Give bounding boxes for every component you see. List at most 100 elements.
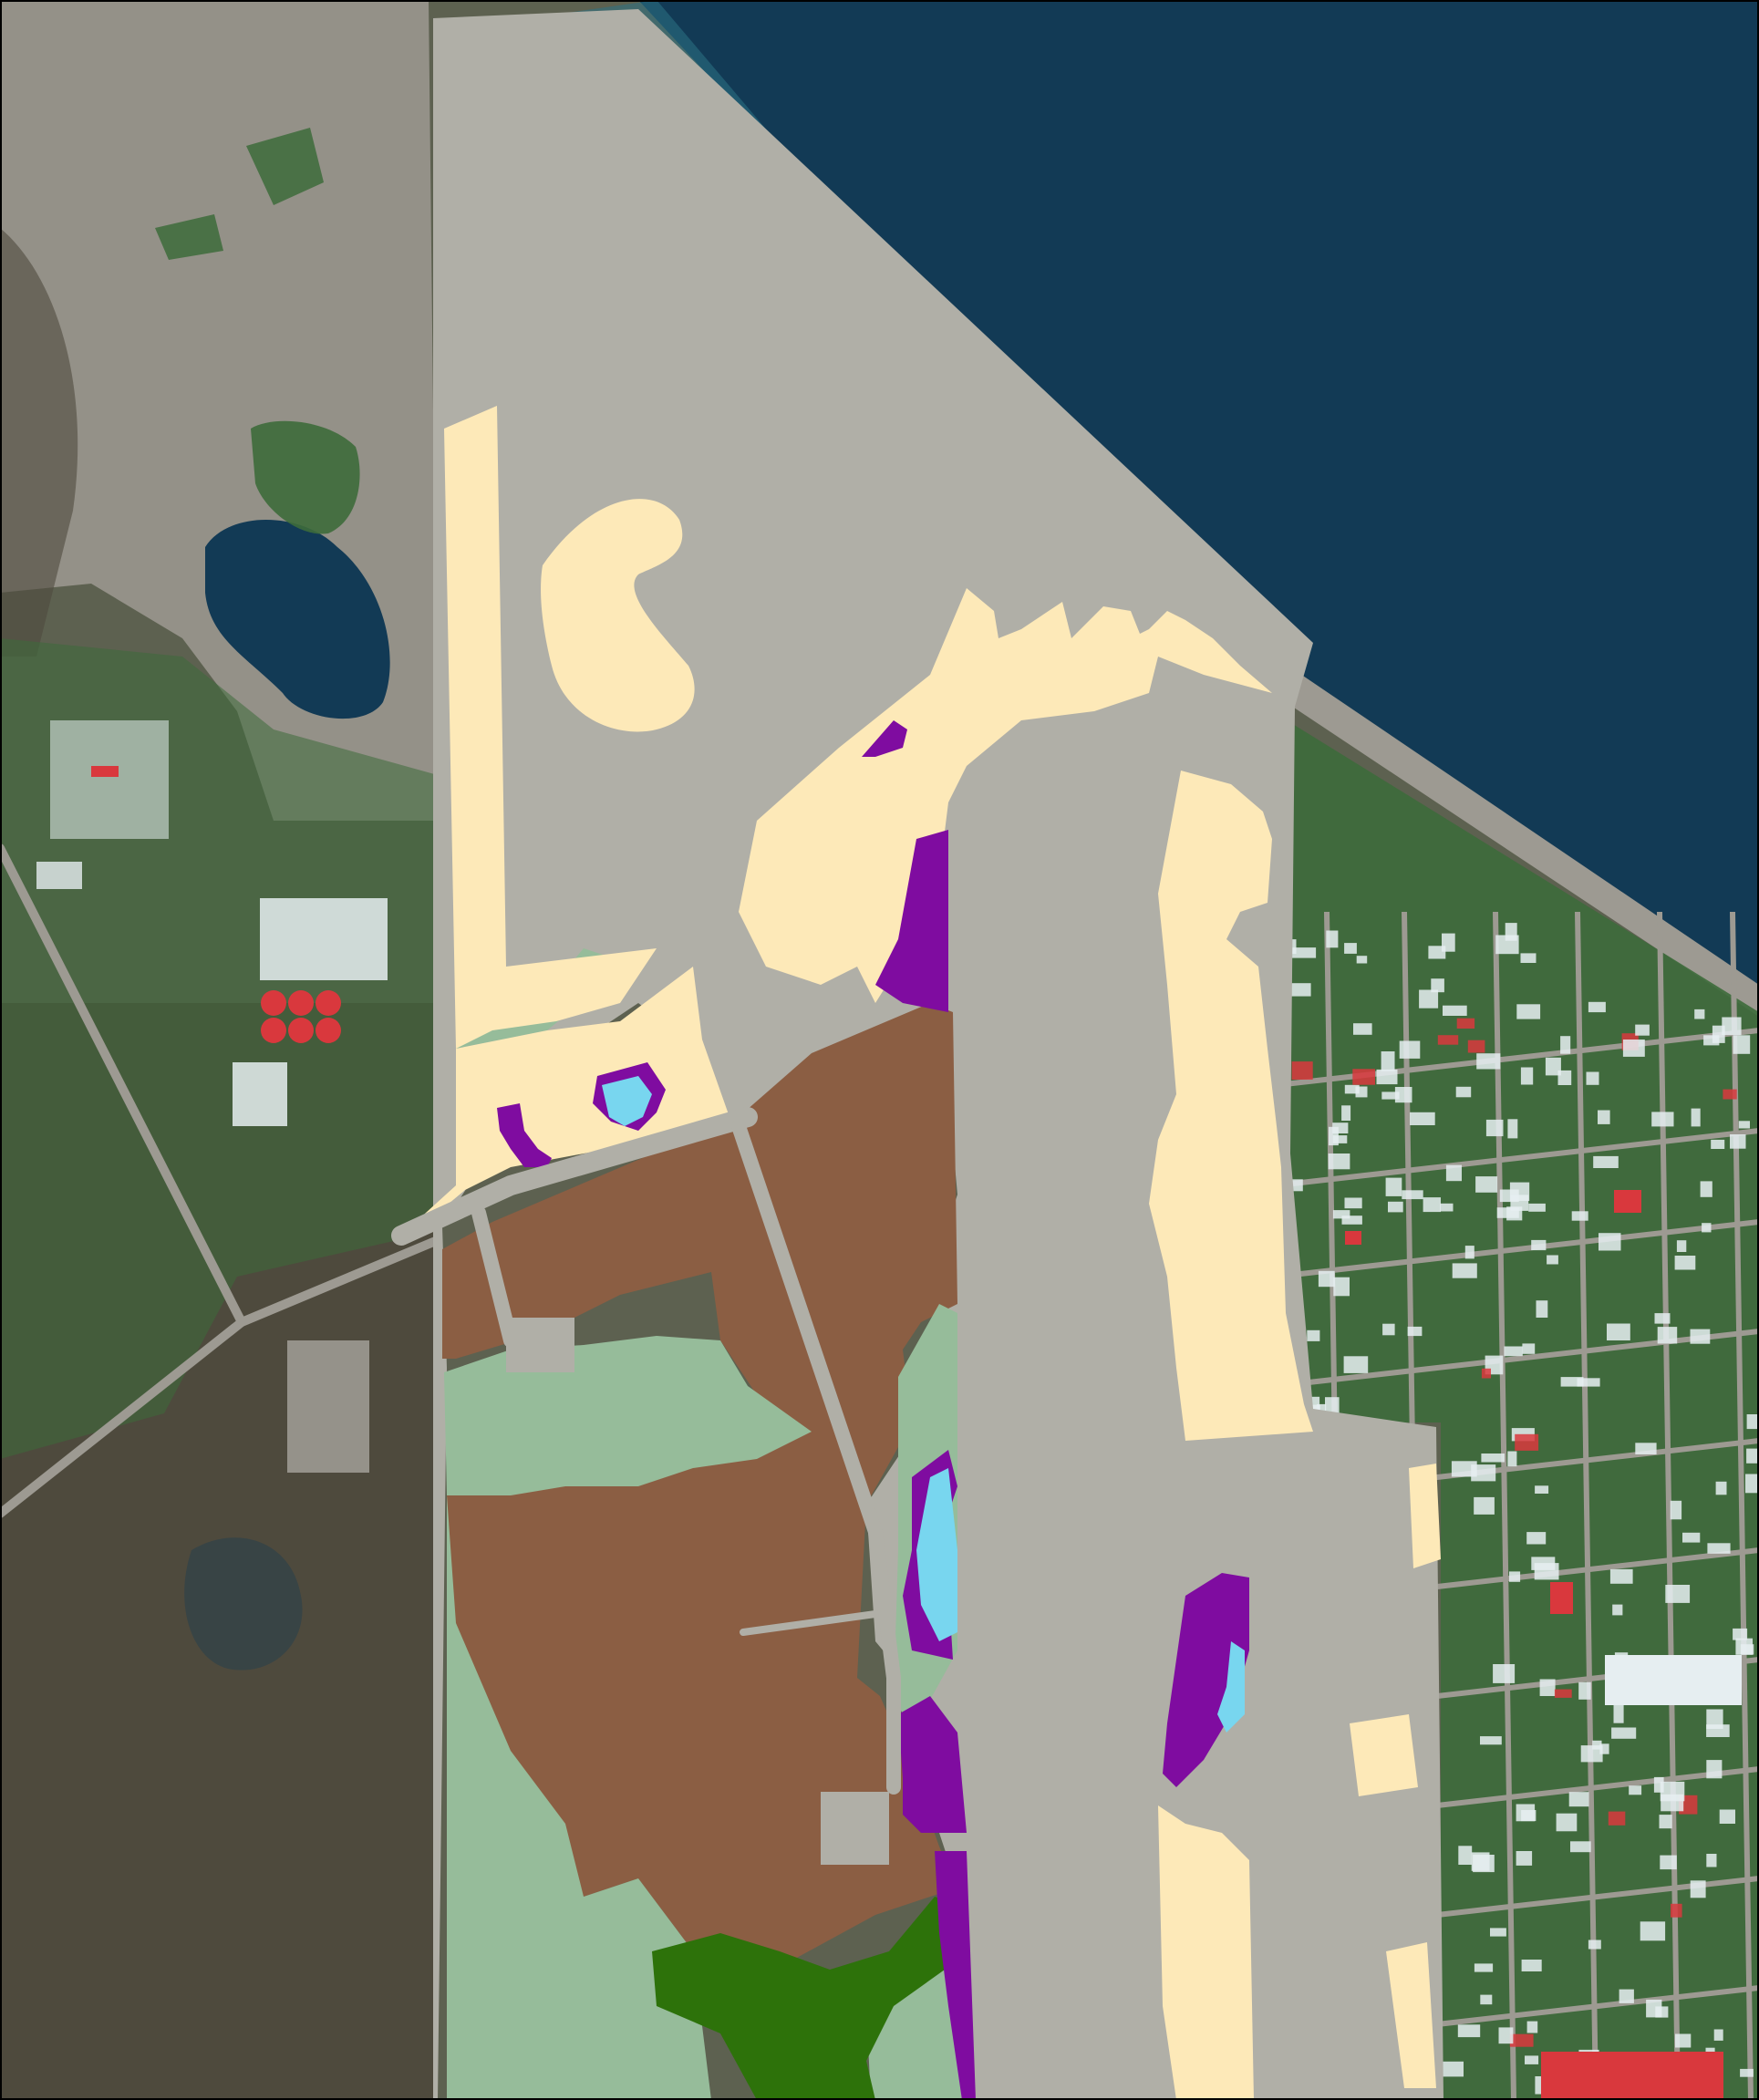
house: [1480, 1994, 1493, 2005]
house: [1498, 2027, 1514, 2044]
class-wetland-8: [1163, 1573, 1249, 1787]
house: [1539, 1679, 1556, 1696]
house: [1577, 1378, 1600, 1387]
house: [1691, 1108, 1701, 1127]
house: [1536, 1300, 1548, 1318]
house: [1440, 1203, 1454, 1212]
house: [1341, 1105, 1351, 1121]
class-road-spur-2: [731, 1119, 901, 1795]
house: [1307, 1329, 1320, 1341]
class-meadow-a: [444, 1336, 812, 1495]
house: [1599, 1743, 1609, 1754]
house: [1659, 1815, 1672, 1829]
house: [1332, 1135, 1348, 1143]
house: [1333, 1277, 1350, 1297]
school-roof: [1605, 1655, 1742, 1705]
house: [1740, 2068, 1754, 2077]
house: [1722, 1017, 1742, 1036]
house: [1557, 1070, 1572, 1085]
house: [1431, 978, 1444, 993]
house: [1428, 946, 1446, 959]
mine-benches: [0, 228, 78, 657]
house: [1516, 1851, 1533, 1866]
house: [1657, 1327, 1678, 1344]
house: [1531, 1239, 1547, 1251]
class-wetland-4: [497, 1103, 552, 1167]
house: [1526, 2021, 1538, 2033]
house: [1676, 1240, 1687, 1252]
house: [1635, 1443, 1657, 1454]
house: [1560, 1036, 1571, 1054]
house: [1521, 1810, 1537, 1822]
house: [1554, 1689, 1572, 1698]
house: [1707, 1543, 1731, 1554]
house: [1407, 1326, 1423, 1337]
house: [1510, 1195, 1529, 1211]
house: [1402, 1190, 1423, 1200]
house: [1588, 1940, 1601, 1950]
house: [1629, 1785, 1642, 1795]
house: [1520, 1067, 1534, 1085]
wet-tundra-patch: [184, 1537, 303, 1671]
house: [1588, 1001, 1606, 1013]
house: [1451, 1461, 1477, 1477]
class-road-spur-3: [740, 1610, 879, 1636]
house: [1376, 1069, 1398, 1085]
house: [1700, 1181, 1712, 1197]
house: [1507, 1451, 1517, 1467]
house: [1733, 1035, 1751, 1054]
class-bare-west-lower: [406, 967, 729, 1236]
class-pad-1: [506, 1318, 574, 1372]
class-wetland-7: [935, 1851, 976, 2100]
house: [1515, 1433, 1539, 1451]
mine-pond-3: [246, 128, 324, 205]
class-forest: [652, 1897, 962, 2100]
house: [1442, 933, 1455, 952]
house: [1509, 1571, 1521, 1582]
camp-buildings: [36, 720, 169, 889]
house: [1343, 1356, 1369, 1373]
house: [1332, 1210, 1350, 1219]
house: [1671, 1903, 1682, 1918]
house: [1457, 2024, 1481, 2038]
house: [1653, 1776, 1664, 1793]
house: [1730, 1134, 1746, 1149]
house: [1443, 1005, 1467, 1016]
house: [1593, 1155, 1619, 1168]
house: [1325, 1397, 1340, 1415]
class-bare-strip-south: [1409, 1464, 1441, 1568]
house: [1355, 1086, 1368, 1098]
house: [1507, 1119, 1518, 1139]
class-bare-east: [1149, 771, 1313, 1441]
house: [1578, 1681, 1591, 1700]
class-bare-east-low: [1158, 1805, 1254, 2100]
house: [1456, 1018, 1475, 1029]
class-road-west: [391, 1107, 758, 1246]
house: [1521, 1960, 1542, 1971]
house: [1568, 1792, 1589, 1807]
house: [1586, 1071, 1599, 1085]
house: [1703, 1035, 1720, 1046]
house: [1516, 1004, 1541, 1019]
house: [1660, 1781, 1685, 1802]
ocean-shallow: [429, 0, 1759, 1012]
house: [1694, 1009, 1705, 1019]
class-bare-strip-southeast: [1386, 1942, 1436, 2088]
house: [1291, 947, 1317, 958]
house: [1522, 1343, 1536, 1354]
house: [1640, 1921, 1666, 1941]
house: [1471, 1464, 1496, 1482]
house: [1715, 1481, 1727, 1495]
house: [1344, 943, 1357, 954]
house: [1423, 1197, 1441, 1213]
house: [1481, 1368, 1491, 1379]
house: [1410, 1112, 1435, 1125]
house: [1471, 1852, 1490, 1871]
house: [1746, 1448, 1759, 1464]
house: [1651, 1112, 1674, 1127]
house: [1571, 1211, 1588, 1221]
house: [1352, 1069, 1375, 1085]
house: [1713, 2029, 1723, 2041]
class-pad-2: [821, 1792, 889, 1865]
